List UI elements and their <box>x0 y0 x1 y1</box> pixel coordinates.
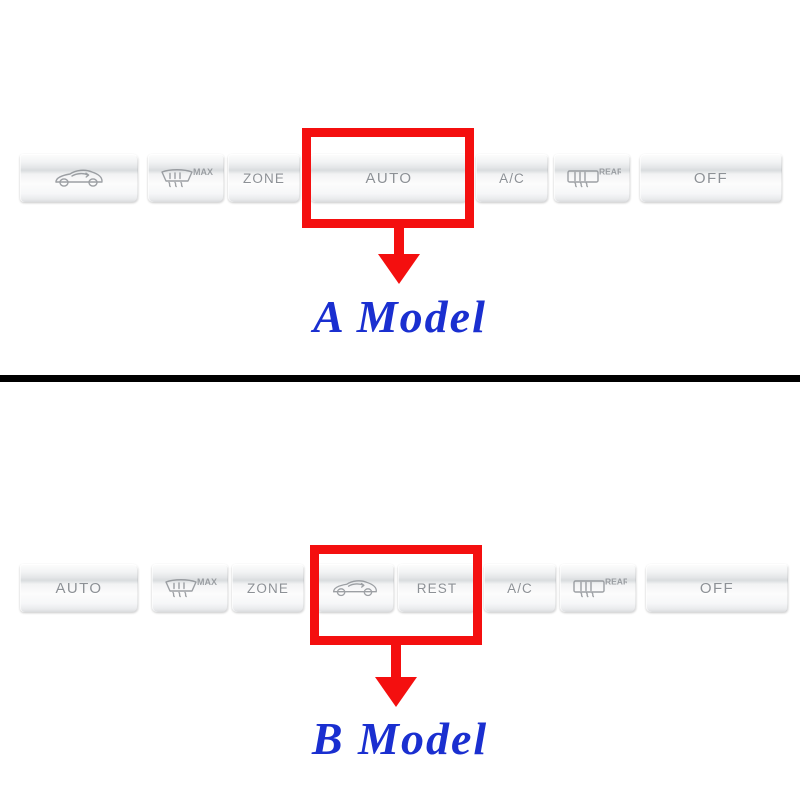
svg-text:REAR: REAR <box>599 167 621 177</box>
pointer-arrow-b <box>375 645 417 707</box>
button-b-zone[interactable]: ZONE <box>232 564 304 612</box>
section-divider <box>0 375 800 382</box>
car-recirculation-icon <box>330 577 380 599</box>
button-a-zone[interactable]: ZONE <box>228 154 300 202</box>
button-a-rear-defrost[interactable]: REAR <box>554 154 630 202</box>
button-a-recirculation[interactable] <box>20 154 138 202</box>
panel-a-model: MAX ZONE AUTO A/C <box>0 0 800 378</box>
button-a-off[interactable]: OFF <box>640 154 782 202</box>
svg-text:MAX: MAX <box>193 167 213 177</box>
rear-defrost-icon: REAR <box>569 576 627 600</box>
button-strip-b: AUTO MAX ZONE <box>0 560 800 620</box>
button-a-ac-label: A/C <box>499 170 525 186</box>
button-a-off-label: OFF <box>693 169 729 187</box>
svg-text:MAX: MAX <box>197 577 217 587</box>
button-a-ac[interactable]: A/C <box>476 154 548 202</box>
button-b-off-label: OFF <box>699 579 735 597</box>
button-b-recirculation[interactable] <box>316 564 394 612</box>
svg-text:REAR: REAR <box>605 577 627 587</box>
pointer-arrow-a <box>378 228 420 284</box>
rear-defrost-icon: REAR <box>563 166 621 190</box>
button-b-ac[interactable]: A/C <box>484 564 556 612</box>
button-a-zone-label: ZONE <box>243 170 285 186</box>
button-b-max-defrost[interactable]: MAX <box>152 564 228 612</box>
caption-b-model: B Model <box>311 713 489 764</box>
windshield-defrost-max-icon: MAX <box>161 576 219 600</box>
windshield-defrost-max-icon: MAX <box>157 166 215 190</box>
highlight-box-b <box>310 545 482 645</box>
button-a-auto-label: AUTO <box>365 169 413 187</box>
button-b-auto-label: AUTO <box>55 579 103 597</box>
button-b-ac-label: A/C <box>507 580 533 596</box>
button-b-rest[interactable]: REST <box>398 564 476 612</box>
car-recirculation-icon <box>52 167 106 189</box>
button-b-off[interactable]: OFF <box>646 564 788 612</box>
button-b-auto[interactable]: AUTO <box>20 564 138 612</box>
button-strip-a: MAX ZONE AUTO A/C <box>0 150 800 210</box>
caption-a-model: A Model <box>313 291 487 342</box>
button-b-rest-label: REST <box>416 580 458 596</box>
panel-b-model: AUTO MAX ZONE <box>0 382 800 800</box>
highlight-box-a <box>302 128 474 228</box>
button-b-zone-label: ZONE <box>247 580 289 596</box>
button-a-auto[interactable]: AUTO <box>310 154 468 202</box>
button-b-rear-defrost[interactable]: REAR <box>560 564 636 612</box>
button-a-max-defrost[interactable]: MAX <box>148 154 224 202</box>
